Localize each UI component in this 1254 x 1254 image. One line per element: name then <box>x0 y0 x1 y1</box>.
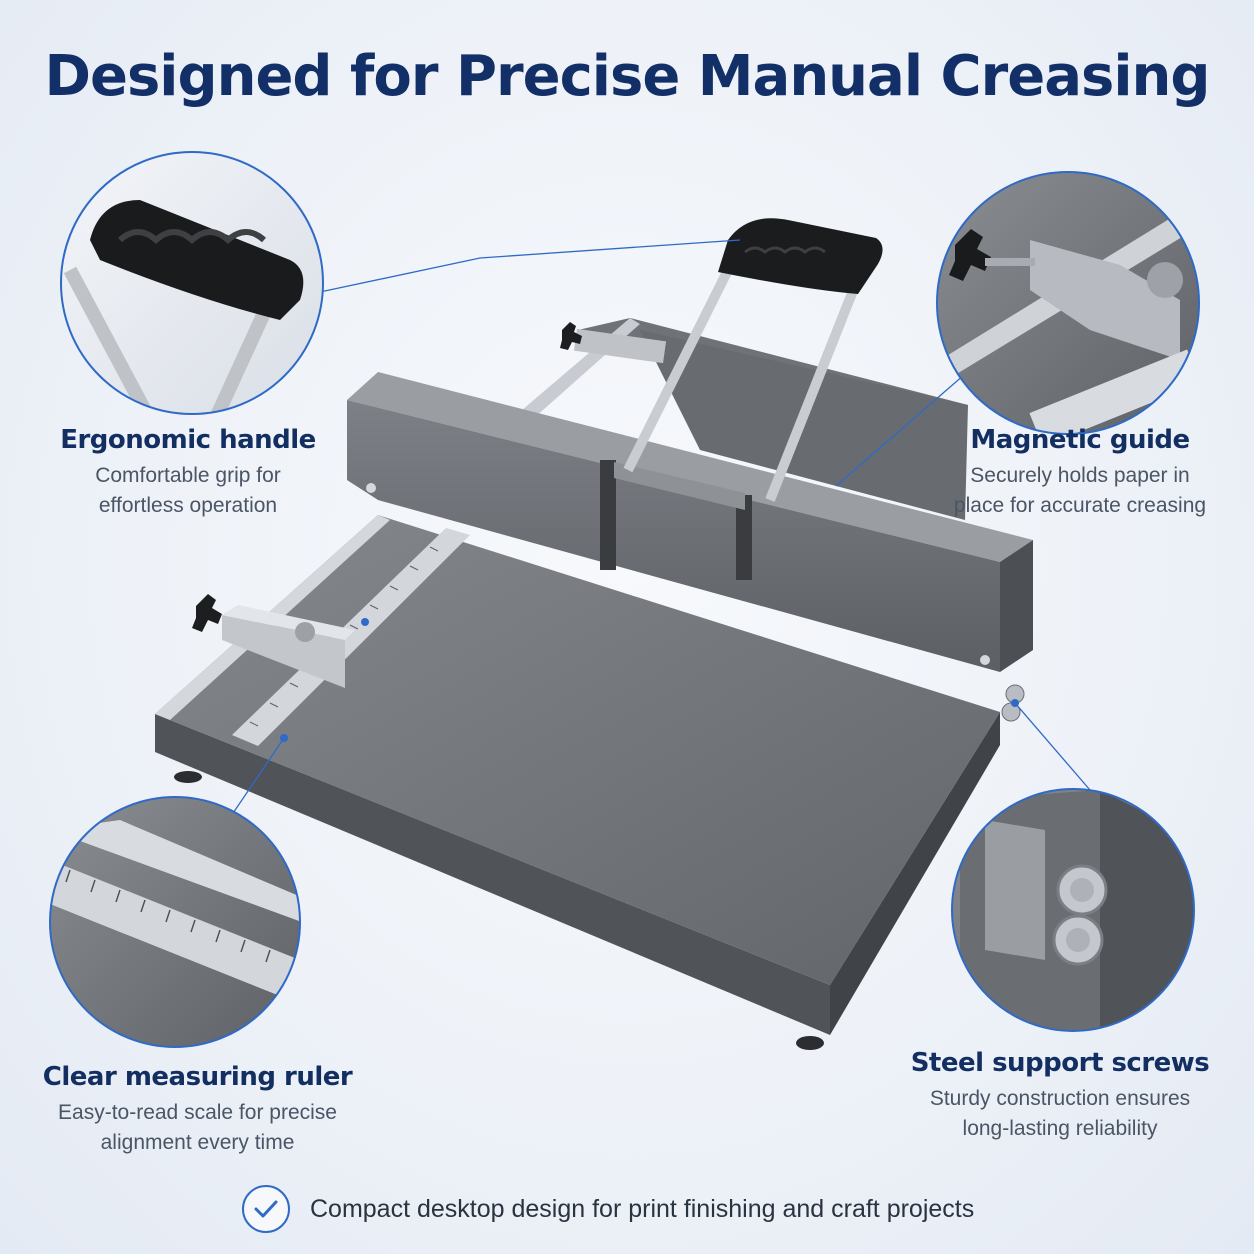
footer-note: Compact desktop design for print finishi… <box>242 1183 974 1235</box>
front-paper-guide <box>222 615 345 688</box>
callout-lines <box>224 239 1091 826</box>
feature-title: Steel support screws <box>910 1048 1210 1078</box>
creaser-machine <box>155 218 1033 1050</box>
check-circle-icon <box>242 1185 290 1233</box>
foot <box>174 771 202 783</box>
handle-grip <box>718 218 883 294</box>
feature-description: Securely holds paper in place for accura… <box>953 464 1207 517</box>
feature-measuring-ruler: Clear measuring ruler Easy-to-read scale… <box>20 1062 375 1158</box>
guide-closeup-circle <box>936 171 1200 435</box>
feature-description: Easy-to-read scale for precise alignment… <box>58 1101 337 1154</box>
feature-ergonomic-handle: Ergonomic handle Comfortable grip for ef… <box>38 425 338 521</box>
measuring-ruler <box>232 528 470 746</box>
feature-support-screws: Steel support screws Sturdy construction… <box>900 1048 1220 1144</box>
feature-magnetic-guide: Magnetic guide Securely holds paper in p… <box>930 425 1230 521</box>
creasing-beam-front <box>347 400 1000 672</box>
handle-arm <box>623 218 883 502</box>
foot <box>796 1036 824 1050</box>
knob-icon <box>192 594 222 632</box>
base-side-front <box>155 714 830 1035</box>
feature-title: Magnetic guide <box>970 425 1190 455</box>
footer-text: Compact desktop design for print finishi… <box>310 1194 975 1223</box>
feature-title: Clear measuring ruler <box>42 1062 353 1092</box>
knob-icon <box>560 322 582 350</box>
handle-closeup-circle <box>60 151 324 415</box>
page-title: Designed for Precise Manual Creasing <box>44 44 1211 109</box>
feature-title: Ergonomic handle <box>60 425 316 455</box>
screws-closeup-circle <box>951 788 1195 1032</box>
creasing-beam-top <box>347 372 1033 562</box>
base-side-right <box>830 712 1000 1035</box>
knob-icon <box>949 229 991 281</box>
feature-description: Comfortable grip for effortless operatio… <box>95 464 281 517</box>
ruler-closeup-circle <box>49 796 301 1048</box>
feature-description: Sturdy construction ensures long-lasting… <box>929 1087 1191 1140</box>
